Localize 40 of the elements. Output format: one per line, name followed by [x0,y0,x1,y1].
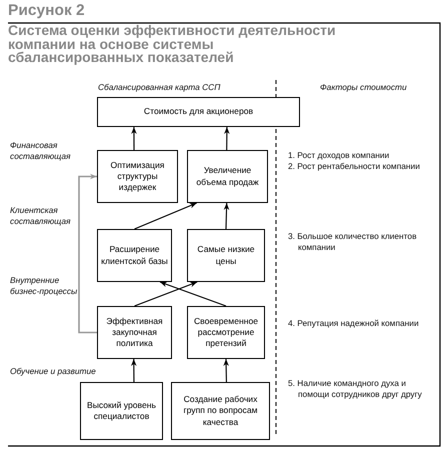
box-text: Самые низкие цены [196,244,256,267]
process-box [97,229,172,282]
section-label: Обучение и развитие [10,366,97,376]
section-label: Внутренние бизнес-процессы [10,275,78,296]
process-box [80,382,163,440]
arrow [134,202,197,230]
process-box [187,229,265,282]
column-heading: Факторы стоимости [320,82,408,92]
process-box [171,382,270,440]
arrow [160,281,226,307]
figure-title: Система оценки эффективности деятельности компании на основе системы сбалансированных показателей [8,24,337,66]
figure-number: Рисунок 2 [8,1,86,20]
column-heading: Сбалансированная карта ССП [98,82,222,92]
arrow [224,127,230,150]
box-text: Эффективная закупочная политика [105,316,164,350]
box-text: Высокий уровень специалистов [86,400,158,422]
box-text: Своевременное рассмотрение претензий [192,316,260,350]
box-text: Стоимость для акционеров [144,106,254,118]
box-text: Создание рабочих групп по вопросам качества [182,394,259,428]
section-label: Финансовая составляющая [10,140,72,161]
process-box [97,97,300,127]
process-box [187,306,265,359]
box-text: Расширение клиентской базы [100,244,169,267]
arrow [131,127,137,150]
factor-item: 3. Большое количество клиентов компании [288,231,418,252]
arrow [223,358,229,382]
process-box [97,150,178,203]
factor-item: 1. Рост доходов компании [288,150,390,160]
arrow [134,281,198,307]
box-text: Увеличение объема продаж [195,165,260,188]
arrow [131,359,137,382]
factor-item: 2. Рост рентабельности компании [288,161,421,172]
arrow [224,202,230,230]
arrow [78,174,97,334]
process-box [97,306,172,359]
section-label: Клиентская составляющая [10,205,72,226]
factor-item: 4. Репутация надежной компании [288,318,420,328]
box-text: Оптимизация структуры издержек [110,160,166,194]
factor-item: 5. Наличие командного духа и помощи сотрудников друг другу [288,378,423,399]
process-box [187,150,268,203]
